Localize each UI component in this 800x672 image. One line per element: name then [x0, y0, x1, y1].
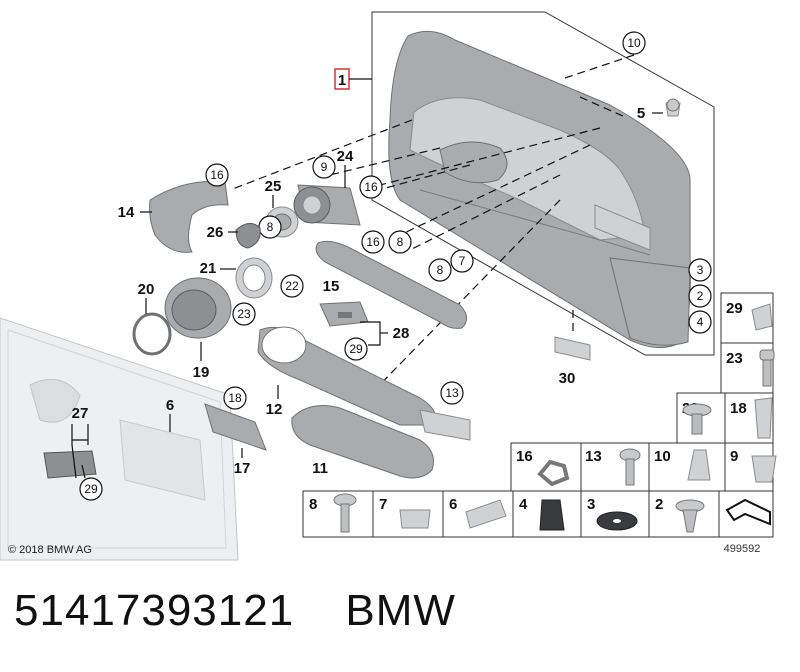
label-10: 10: [627, 36, 641, 50]
label-25: 25: [265, 178, 282, 195]
label-2: 2: [697, 289, 704, 303]
cell-29: 29: [726, 300, 743, 317]
tweeter-26: [235, 223, 261, 249]
label-15: 15: [323, 278, 340, 295]
label-24: 24: [337, 148, 354, 165]
label-26: 26: [207, 224, 224, 241]
part-number: 51417393121: [14, 586, 295, 635]
label-6: 6: [166, 397, 174, 414]
label-8-c: 8: [437, 263, 444, 277]
label-27: 27: [72, 405, 89, 422]
label-8-b: 8: [397, 235, 404, 249]
cell-13: 13: [585, 448, 602, 465]
label-20: 20: [138, 281, 155, 298]
armrest-11: [291, 405, 434, 479]
cell-9: 9: [730, 448, 738, 465]
brand-name: BMW: [345, 586, 456, 635]
label-23: 23: [237, 307, 251, 321]
parts-diagram: 10 5 1 14 16 9 24 25 16 8 2: [0, 11, 777, 561]
label-7: 7: [459, 254, 466, 268]
label-3: 3: [697, 263, 704, 277]
label-14: 14: [118, 204, 135, 221]
label-22: 22: [285, 279, 299, 293]
label-8-a: 8: [267, 220, 274, 234]
speaker-ring-21: [235, 257, 273, 299]
trim-ring-20: [132, 312, 172, 356]
label-30: 30: [559, 370, 576, 387]
fastener-table: 29 23 2 2 18 16 13 10 9 8 7: [302, 292, 777, 538]
clip-5: [665, 98, 681, 117]
label-16-mid: 16: [364, 180, 378, 194]
label-16-top: 16: [210, 168, 224, 182]
label-11: 11: [312, 460, 328, 477]
label-4: 4: [697, 315, 704, 329]
label-19: 19: [193, 364, 210, 381]
label-9: 9: [321, 160, 328, 174]
cell-8: 8: [309, 496, 317, 513]
label-1: 1: [338, 72, 346, 89]
speaker-housing-24: [293, 184, 361, 226]
door-trim-panel: [388, 30, 691, 349]
label-5: 5: [637, 105, 645, 122]
footer: 51417393121 BMW: [14, 586, 456, 636]
label-29-b: 29: [84, 482, 98, 496]
cell-6: 6: [449, 496, 457, 513]
label-29-a: 29: [349, 342, 363, 356]
diagram-number: 499592: [724, 543, 761, 555]
cell-16: 16: [516, 448, 533, 465]
cell-7: 7: [379, 496, 387, 513]
trim-strip-17: [204, 403, 267, 451]
grip-strip-15: [315, 240, 467, 329]
cell-4: 4: [519, 496, 528, 513]
door-panel-frame: [371, 11, 715, 356]
cell-18: 18: [730, 400, 747, 417]
armrest-carrier-12: [257, 326, 471, 441]
cell-2: 2: [655, 496, 663, 513]
speaker-grille-19: [164, 277, 232, 339]
arrow-logo-icon: [725, 498, 771, 526]
label-12: 12: [266, 401, 283, 418]
label-13: 13: [445, 386, 459, 400]
clip-30: [554, 336, 591, 361]
copyright: © 2018 BMW AG: [8, 544, 92, 556]
cell-3: 3: [587, 496, 595, 513]
cell-10: 10: [654, 448, 671, 465]
label-21: 21: [200, 260, 217, 277]
label-17: 17: [234, 460, 251, 477]
label-28: 28: [393, 325, 410, 342]
label-18: 18: [228, 391, 242, 405]
inset-door-card: [0, 317, 239, 561]
trim-cover-14: [149, 180, 229, 253]
cell-23: 23: [726, 350, 743, 367]
label-16-grip: 16: [366, 235, 380, 249]
